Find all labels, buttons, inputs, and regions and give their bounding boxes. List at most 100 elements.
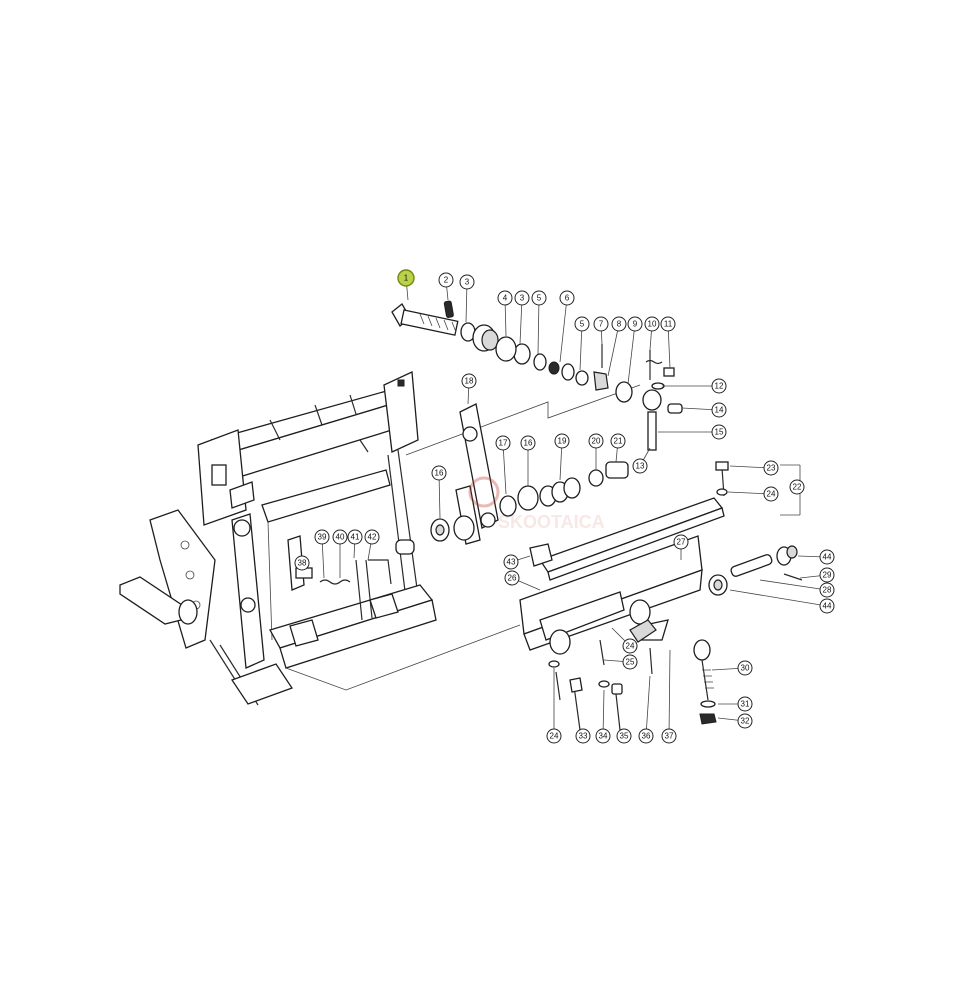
callout-circle [737, 660, 753, 676]
callout-number: 20 [592, 437, 601, 446]
callout-circle [661, 728, 677, 744]
callout-circle [397, 269, 415, 287]
callout-number: 44 [823, 553, 832, 562]
callout-number: 24 [626, 642, 635, 651]
callout-number: 5 [537, 294, 542, 303]
callout-c35: 35 [616, 728, 632, 744]
leader-line-c17 [502, 442, 507, 495]
callout-circle [819, 582, 835, 598]
callout-number: 13 [636, 462, 645, 471]
callout-number: 9 [633, 320, 638, 329]
callout-c19: 19 [554, 433, 570, 449]
callout-number: 16 [435, 469, 444, 478]
callout-c18: 18 [461, 373, 477, 389]
callout-number: 7 [599, 320, 604, 329]
callout-circle [638, 728, 654, 744]
callout-number: 35 [620, 732, 629, 741]
callout-c30: 30 [737, 660, 753, 676]
callout-c25: 25 [622, 654, 638, 670]
callout-circle [574, 316, 590, 332]
callout-circle [593, 316, 609, 332]
callout-circle [622, 638, 638, 654]
callout-number: 44 [823, 602, 832, 611]
callout-c4: 4 [497, 290, 513, 306]
callout-number: 12 [715, 382, 724, 391]
callout-number: 24 [767, 490, 776, 499]
callout-c23: 23 [763, 460, 779, 476]
callout-c28: 28 [819, 582, 835, 598]
callout-c40: 40 [332, 529, 348, 545]
callout-c16b: 16 [431, 465, 447, 481]
callout-c12: 12 [711, 378, 727, 394]
callout-c14: 14 [711, 402, 727, 418]
callout-circle [438, 272, 454, 288]
leader-line-c9 [627, 323, 636, 385]
callout-c44b: 44 [819, 598, 835, 614]
callout-number: 23 [767, 464, 776, 473]
callout-number: 8 [617, 320, 622, 329]
callout-circle [314, 529, 330, 545]
callout-c38: 38 [294, 555, 310, 571]
callout-circle [504, 570, 520, 586]
callout-c3b: 3 [514, 290, 530, 306]
callout-circle [575, 728, 591, 744]
leader-line-c37 [668, 649, 671, 737]
callout-number: 3 [465, 278, 470, 287]
callout-number: 36 [642, 732, 651, 741]
callout-c36: 36 [638, 728, 654, 744]
callout-c8: 8 [611, 316, 627, 332]
callout-c9: 9 [627, 316, 643, 332]
callout-number: 29 [823, 571, 832, 580]
callout-number: 18 [465, 377, 474, 386]
callout-circle [737, 696, 753, 712]
callout-c17: 17 [495, 435, 511, 451]
callout-number: 33 [579, 732, 588, 741]
callout-c5: 5 [531, 290, 547, 306]
callout-number: 10 [648, 320, 657, 329]
callout-c29: 29 [819, 567, 835, 583]
callout-circle [514, 290, 530, 306]
callout-circle [789, 479, 805, 495]
callout-c6: 6 [559, 290, 575, 306]
callout-circle [763, 486, 779, 502]
callout-c11: 11 [660, 316, 676, 332]
linkage-parts [430, 403, 629, 545]
callout-number: 39 [318, 533, 327, 542]
callout-number: 24 [550, 732, 559, 741]
leader-line-c6 [559, 297, 568, 363]
leader-line-c5b [579, 323, 583, 371]
callout-c33: 33 [575, 728, 591, 744]
callout-number: 2 [444, 276, 449, 285]
callout-c39: 39 [314, 529, 330, 545]
callout-circle [711, 424, 727, 440]
callout-c44: 44 [819, 549, 835, 565]
shaft-assembly [391, 300, 683, 451]
callout-circle [763, 460, 779, 476]
callout-c2: 2 [438, 272, 454, 288]
callout-c1: 1 [397, 269, 415, 287]
callout-circle [627, 316, 643, 332]
callout-c10: 10 [644, 316, 660, 332]
callout-circle [737, 713, 753, 729]
callout-circle [495, 435, 511, 451]
callout-circle [611, 316, 627, 332]
callout-c15: 15 [711, 424, 727, 440]
callout-circle [819, 567, 835, 583]
callout-circle [610, 433, 626, 449]
callout-c31: 31 [737, 696, 753, 712]
callout-circle [347, 529, 363, 545]
callout-c7: 7 [593, 316, 609, 332]
callout-c37: 37 [661, 728, 677, 744]
callout-number: 16 [524, 439, 533, 448]
callout-c21: 21 [610, 433, 626, 449]
callout-number: 11 [664, 320, 673, 329]
callout-c32: 32 [737, 713, 753, 729]
callout-number: 21 [614, 437, 623, 446]
callout-circle [622, 654, 638, 670]
leader-line-c34 [602, 689, 605, 737]
leader-line-c28 [759, 579, 828, 591]
callout-circle [364, 529, 380, 545]
callout-circle [644, 316, 660, 332]
callout-c22: 22 [789, 479, 805, 495]
